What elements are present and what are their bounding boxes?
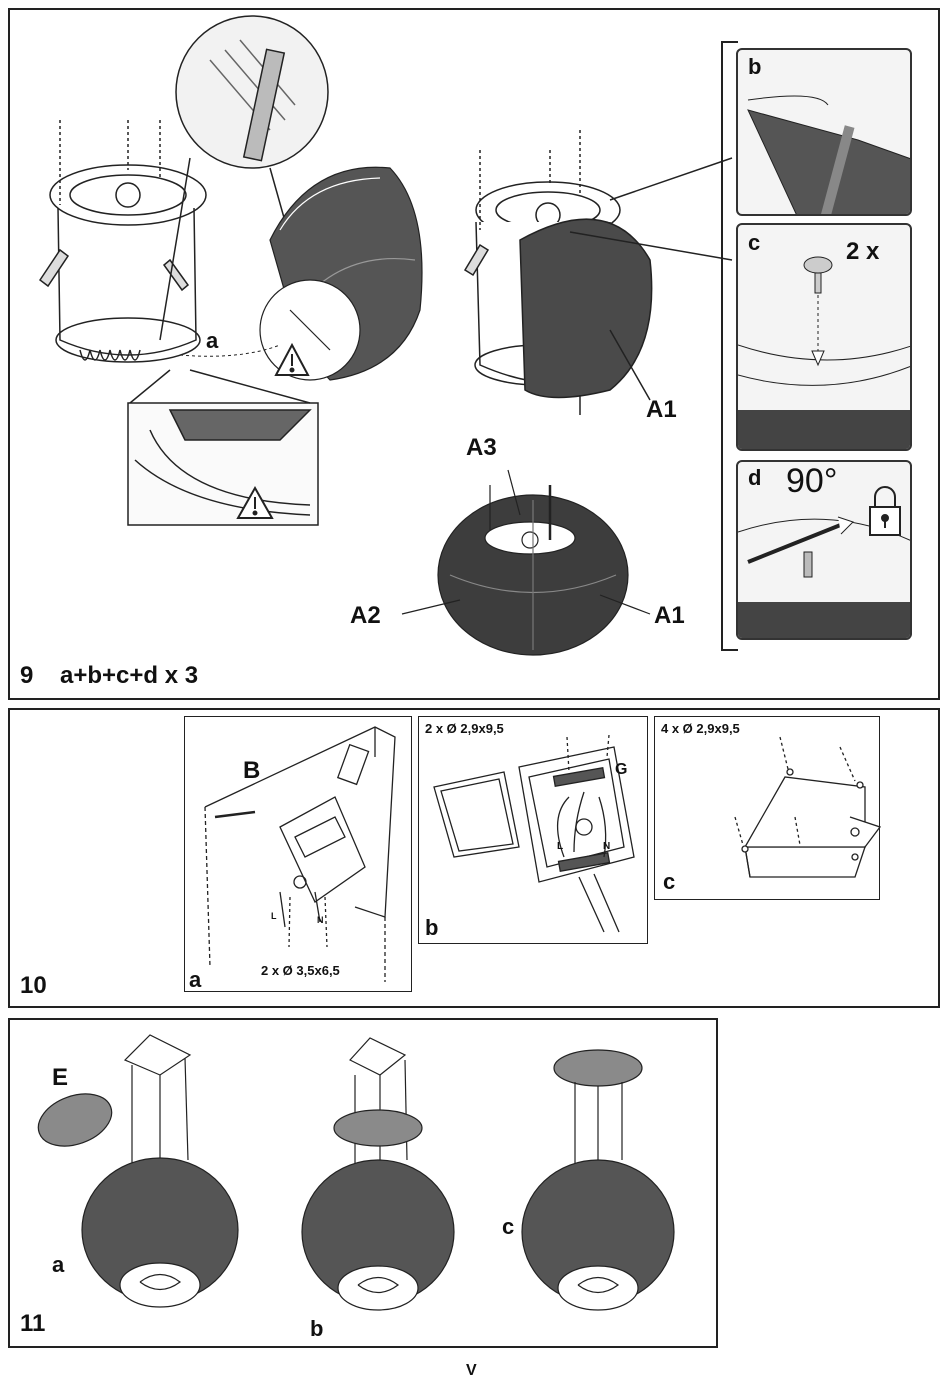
panel-a-screws: 2 x Ø 3,5x6,5	[261, 963, 340, 978]
label-A2: A2	[350, 602, 381, 630]
fig11-label-a: a	[52, 1252, 64, 1278]
detail-panel-c	[736, 223, 912, 451]
label-a: a	[206, 328, 218, 354]
part-B-label: B	[243, 757, 260, 785]
figure-11-frame: E a b c 11	[8, 1018, 718, 1348]
panel-d-label: d	[748, 465, 761, 491]
part-E-label: E	[52, 1064, 68, 1092]
motor-housing-with-shell	[465, 130, 732, 415]
hood-variant-c	[522, 1050, 674, 1310]
panel-b-label: b	[748, 54, 761, 80]
wire-L-label-a: L	[271, 911, 277, 921]
figure-9-frame: b c 2 x d 90° a A1 A3 A2 A1 9 a+b+c+d x …	[8, 8, 940, 700]
fig10-panel-c-label: c	[663, 869, 675, 895]
label-A1-top: A1	[646, 396, 677, 424]
step-number-9: 9	[20, 662, 33, 690]
assembled-grille-sphere	[402, 470, 650, 655]
label-A1-bottom: A1	[654, 602, 685, 630]
fig10-panel-a: B L N 2 x Ø 3,5x6,5 a	[184, 716, 412, 992]
detail-panel-b	[736, 48, 912, 216]
padlock-icon	[870, 487, 900, 535]
step-number-10: 10	[20, 972, 47, 1000]
panel-c-count: 2 x	[846, 238, 879, 266]
step-number-11: 11	[20, 1310, 45, 1338]
part-G-label: G	[615, 761, 627, 779]
grille-half-shell	[260, 167, 422, 380]
wire-L-label-b: L	[557, 841, 563, 852]
panel-c-screws: 4 x Ø 2,9x9,5	[661, 721, 740, 736]
panel-d-angle: 90°	[786, 462, 837, 501]
wire-N-label-a: N	[317, 915, 324, 925]
label-A3: A3	[466, 434, 497, 462]
hood-variant-b	[302, 1038, 454, 1310]
fig11-label-b: b	[310, 1316, 323, 1342]
fig10-panel-b-label: b	[425, 915, 438, 941]
figure-11-drawing	[10, 1020, 720, 1350]
figure-10-frame: 10 B L N 2 x Ø 3,5x6,5 a	[8, 708, 940, 1008]
fig10-panel-b: 2 x Ø 2,9x9,5 G L N b	[418, 716, 648, 944]
fig11-label-c: c	[502, 1214, 514, 1240]
step-sequence: a+b+c+d x 3	[60, 662, 198, 690]
page-number: V	[466, 1362, 477, 1380]
fig10-panel-a-label: a	[189, 967, 201, 993]
fig10-panel-c: 4 x Ø 2,9x9,5 c	[654, 716, 880, 900]
motor-housing-left	[40, 120, 206, 362]
panel-b-screws: 2 x Ø 2,9x9,5	[425, 721, 504, 736]
wire-N-label-b: N	[603, 841, 610, 852]
zoom-detail-bottom	[128, 370, 318, 525]
panel-c-label: c	[748, 230, 760, 256]
wing-screw-icon	[804, 257, 832, 293]
